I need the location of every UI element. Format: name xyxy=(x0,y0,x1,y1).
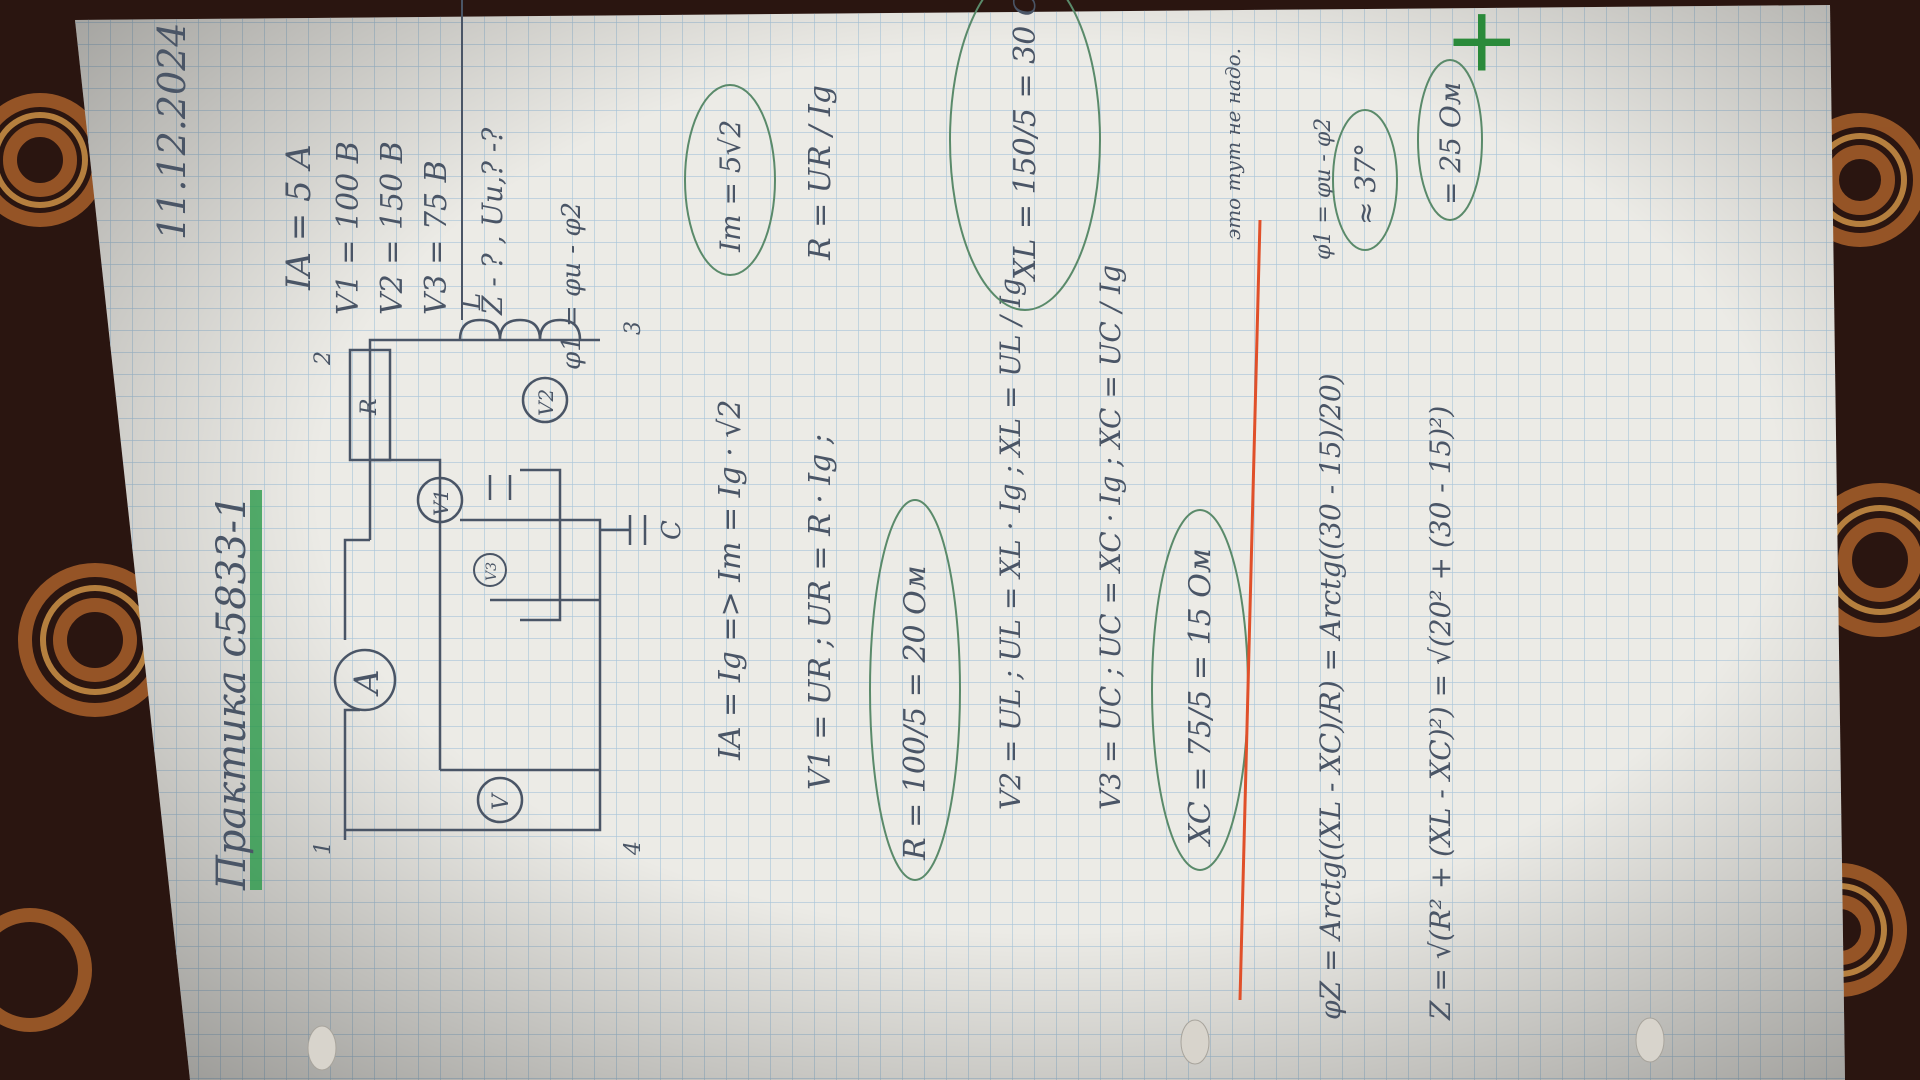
phi-note: φ1 = φu - φ2 xyxy=(1311,118,1336,260)
svg-text:A: A xyxy=(347,669,387,697)
capacitor-label: C xyxy=(657,520,687,540)
xl-result-oval xyxy=(949,0,1101,311)
node-1-label: 1 xyxy=(311,841,336,855)
svg-text:V2: V2 xyxy=(534,389,558,416)
given-unknown: Z - ? , Uи,? -? xyxy=(476,127,509,316)
z-formula: Z = √(R² + (XL - XC)²) = √(20² + (30 - 1… xyxy=(1424,406,1457,1021)
phi-formula: φZ = Arctg((XL - XC)/R) = Arctg((30 - 15… xyxy=(1314,373,1347,1020)
date-text: 11.12.2024 xyxy=(150,22,194,240)
svg-text:V: V xyxy=(489,792,514,810)
node-4-label: 4 xyxy=(621,841,646,856)
resistor-label: R xyxy=(357,398,382,416)
svg-text:V1: V1 xyxy=(429,489,453,516)
v3-equation: V3 = UC ; UC = XC · Ig ; XC = UC / Ig xyxy=(1094,265,1127,810)
voltmeter2-symbol: V2 xyxy=(521,376,569,424)
given-v2: V2 = 150 В xyxy=(375,141,410,315)
phi-result: ≈ 37° xyxy=(1349,143,1382,225)
im-result-oval xyxy=(684,84,776,276)
r-result-oval xyxy=(869,499,961,881)
svg-text:V3: V3 xyxy=(484,562,500,581)
v1-equation: V1 = UR ; UR = R · Ig ; xyxy=(803,434,838,790)
handwriting-layer: 11.12.2024 Практика с5833-1 IA = 5 А V1 … xyxy=(150,0,1532,1021)
r-formula: R = UR / Ig xyxy=(803,85,838,261)
page-title: Практика с5833-1 xyxy=(209,494,255,891)
ammeter-symbol: A xyxy=(333,648,397,712)
v2-equation: V2 = UL ; UL = XL · Ig ; XL = UL / Ig xyxy=(994,278,1027,810)
given-ia: IA = 5 А xyxy=(279,144,319,291)
xc-result: XC = 75/5 = 15 Ом xyxy=(1183,548,1218,847)
voltmeter3-symbol: V3 xyxy=(473,553,507,587)
plus-mark: + xyxy=(1427,5,1532,80)
z-result-oval xyxy=(1417,59,1483,221)
im-result: Im = 5√2 xyxy=(714,120,747,253)
inductor-label: L xyxy=(457,293,487,311)
voltmeter-symbol: V xyxy=(476,776,524,824)
circuit-diagram xyxy=(343,318,647,840)
phase-relation: φ1 = φu - φ2 xyxy=(557,202,587,370)
title-highlight xyxy=(250,490,262,890)
voltmeter1-symbol: V1 xyxy=(416,476,464,524)
phi-result-oval xyxy=(1332,109,1398,251)
xl-result: XL = 150/5 = 30 Ом xyxy=(1008,0,1043,282)
given-v1: V1 = 100 В xyxy=(331,141,366,315)
node-2-label: 2 xyxy=(311,351,336,366)
r-result: R = 100/5 = 20 Ом xyxy=(898,565,933,861)
red-margin-line xyxy=(1238,219,1262,1001)
node-3-label: 3 xyxy=(621,321,646,335)
side-note: это тут не надо. xyxy=(1221,48,1245,240)
z-result: = 25 Ом xyxy=(1434,82,1467,205)
currents-equation: IA = Ig => Im = Ig · √2 xyxy=(713,400,748,762)
given-v3: V3 = 75 В xyxy=(419,160,454,315)
